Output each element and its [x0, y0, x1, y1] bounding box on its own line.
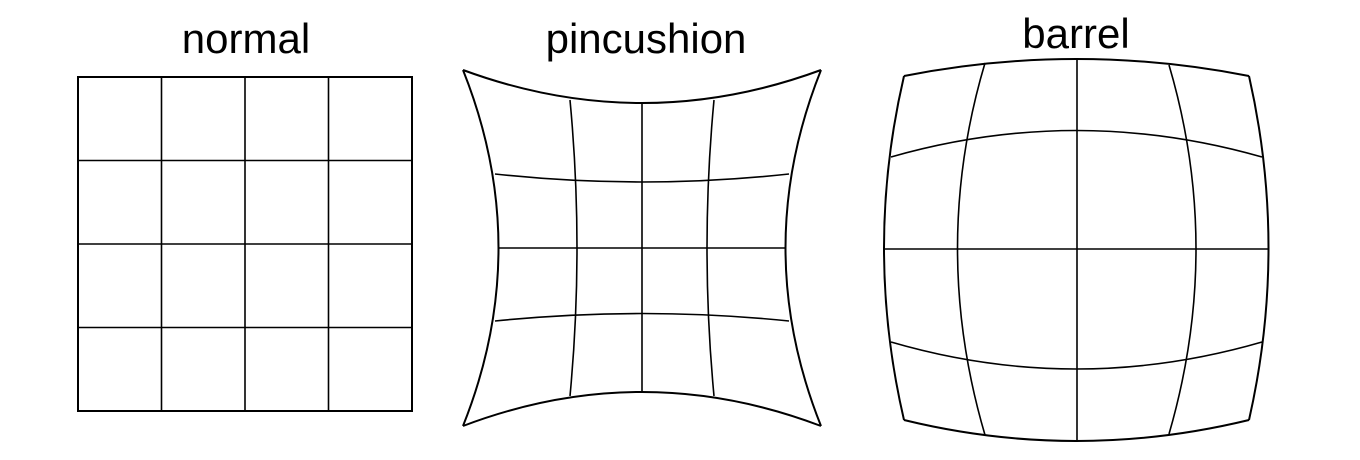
pincushion-grid-horizontal-line: [494, 312, 790, 322]
barrel-grid: [883, 58, 1270, 442]
barrel-grid-horizontal-line: [890, 129, 1263, 158]
barrel-grid-top-edge: [903, 58, 1250, 77]
pincushion-grid-bottom-edge: [462, 391, 822, 427]
pincushion-grid-right-edge: [784, 69, 822, 427]
normal-grid: [77, 76, 413, 412]
barrel-grid-right-edge: [1248, 75, 1270, 421]
normal-panel-label: normal: [181, 15, 311, 62]
pincushion-grid-horizontal-line: [494, 173, 790, 183]
pincushion-grid-top-edge: [462, 69, 822, 104]
pincushion-panel-label: pincushion: [545, 15, 747, 62]
barrel-panel-label: barrel: [1022, 10, 1130, 57]
pincushion-grid-left-edge: [462, 69, 500, 427]
pincushion-grid: [462, 69, 822, 427]
barrel-grid-horizontal-line: [890, 341, 1263, 370]
barrel-grid-left-edge: [883, 75, 905, 421]
